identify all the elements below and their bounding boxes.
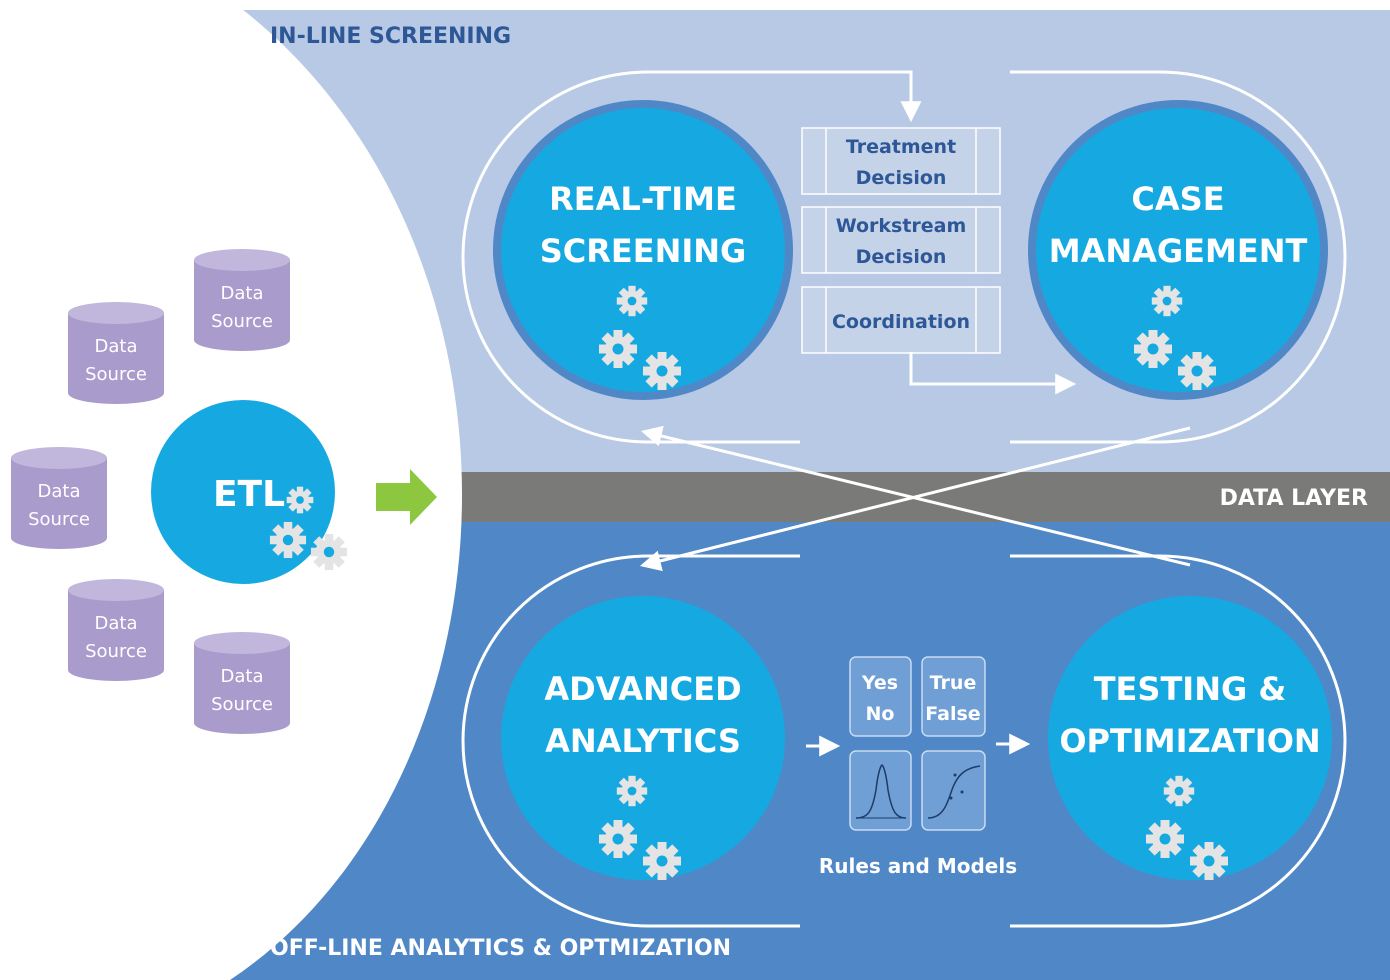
rules-caption: Rules and Models bbox=[819, 854, 1017, 878]
realtime-screening-title: SCREENING bbox=[540, 232, 747, 270]
case-management-title: CASE bbox=[1131, 180, 1224, 218]
offline-title: OFF-LINE ANALYTICS & OPTMIZATION bbox=[270, 936, 731, 961]
testing-optimization-title: TESTING & bbox=[1094, 670, 1287, 708]
data-source-label: Data bbox=[38, 481, 81, 502]
data-source-label: Data bbox=[221, 666, 264, 687]
decision-box-workstream: Workstream Decision bbox=[801, 206, 1001, 274]
data-source-1: Data Source bbox=[194, 249, 290, 351]
rules-tiles: Yes No True False Rules and Models bbox=[819, 656, 1017, 878]
advanced-analytics-title: ADVANCED bbox=[544, 670, 741, 708]
true-false-tile bbox=[921, 656, 986, 737]
case-management-title: MANAGEMENT bbox=[1049, 232, 1308, 270]
s-curve-icon bbox=[927, 765, 981, 819]
inline-loop bbox=[461, 70, 1347, 444]
data-source-label: Source bbox=[211, 311, 273, 332]
etl-label: ETL bbox=[213, 474, 285, 515]
data-source-2: Data Source bbox=[68, 302, 164, 404]
yes-label: Yes bbox=[861, 672, 898, 694]
decision-label: Decision bbox=[856, 167, 947, 189]
bell-curve-tile bbox=[849, 750, 912, 831]
true-label: True bbox=[930, 672, 977, 694]
data-source-label: Source bbox=[85, 364, 147, 385]
data-source-label: Data bbox=[221, 283, 264, 304]
data-source-label: Source bbox=[211, 694, 273, 715]
decision-label: Coordination bbox=[832, 311, 970, 333]
case-management-node: CASE MANAGEMENT bbox=[1028, 100, 1328, 400]
data-source-label: Data bbox=[95, 613, 138, 634]
data-layer-label: DATA LAYER bbox=[1220, 486, 1368, 511]
data-source-label: Source bbox=[28, 509, 90, 530]
inline-title: IN-LINE SCREENING bbox=[270, 24, 511, 49]
decision-label: Workstream bbox=[836, 215, 967, 237]
decision-label: Treatment bbox=[846, 136, 956, 158]
decision-box-coordination: Coordination bbox=[801, 286, 1001, 354]
false-label: False bbox=[925, 703, 980, 725]
data-source-3: Data Source bbox=[11, 447, 107, 549]
yes-no-tile bbox=[849, 656, 912, 737]
realtime-screening-title: REAL-TIME bbox=[549, 180, 737, 218]
data-source-label: Source bbox=[85, 641, 147, 662]
data-source-4: Data Source bbox=[68, 579, 164, 681]
realtime-screening-node: REAL-TIME SCREENING bbox=[493, 100, 793, 400]
bell-curve-icon bbox=[855, 764, 907, 819]
no-label: No bbox=[866, 703, 895, 725]
offline-loop bbox=[461, 554, 1347, 928]
decision-label: Decision bbox=[856, 246, 947, 268]
testing-optimization-title: OPTIMIZATION bbox=[1059, 722, 1320, 760]
data-source-5: Data Source bbox=[194, 632, 290, 734]
data-source-label: Data bbox=[95, 336, 138, 357]
advanced-analytics-node: ADVANCED ANALYTICS bbox=[493, 588, 793, 888]
s-curve-tile bbox=[921, 750, 986, 831]
arrow-right-icon bbox=[376, 469, 437, 525]
decision-box-treatment: Treatment Decision bbox=[801, 127, 1001, 195]
testing-optimization-node: TESTING & OPTIMIZATION bbox=[1040, 588, 1340, 888]
advanced-analytics-title: ANALYTICS bbox=[545, 722, 741, 760]
